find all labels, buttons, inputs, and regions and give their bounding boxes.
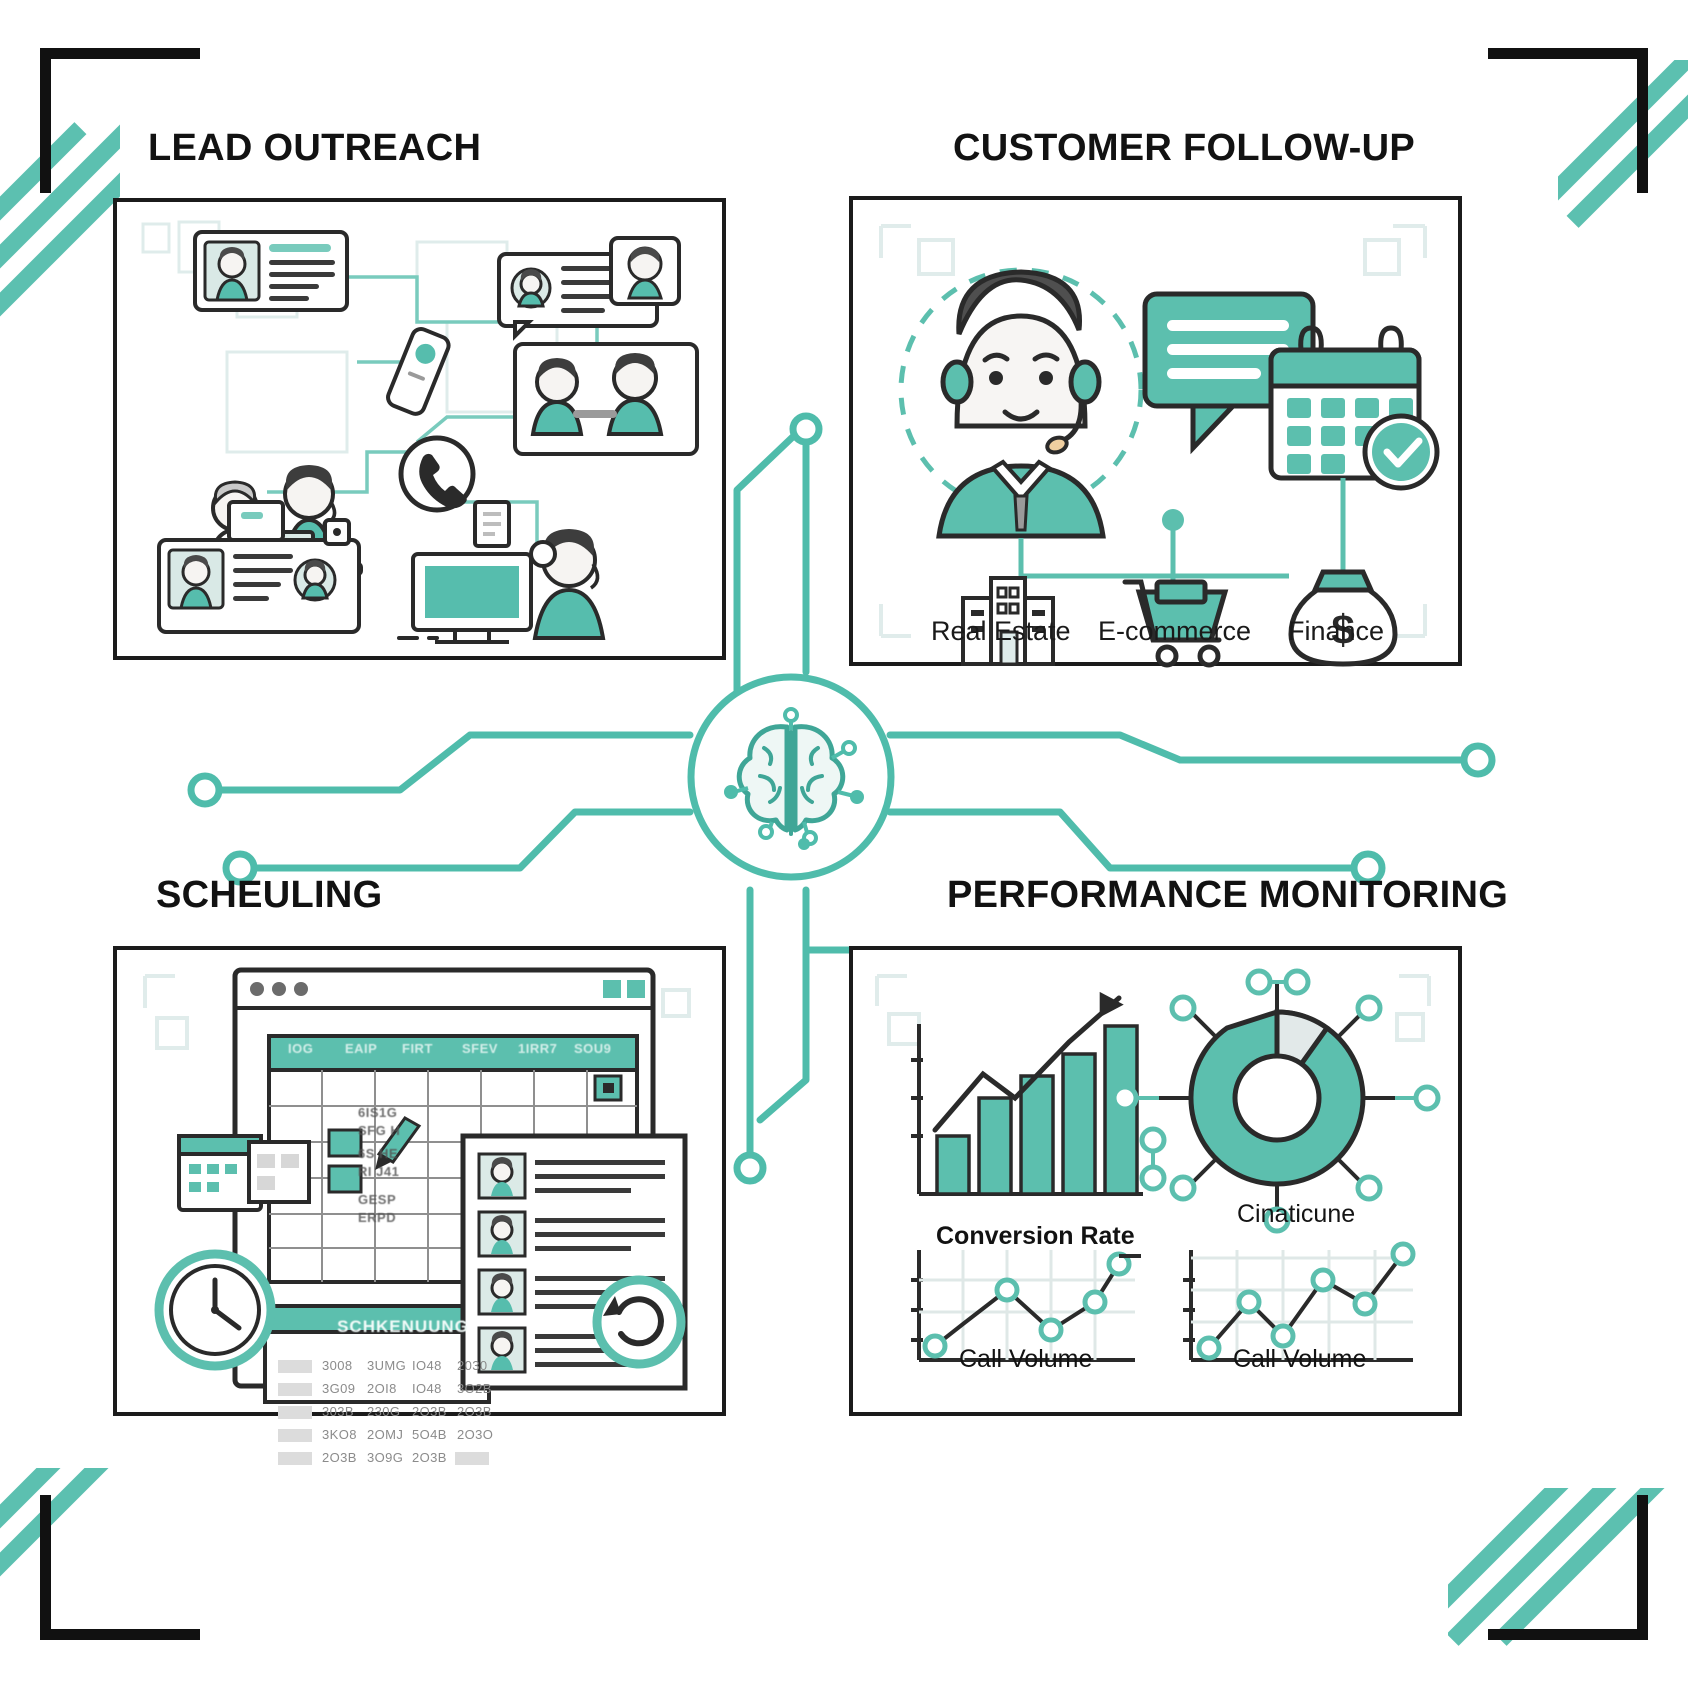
industry-label-real-estate: Real Estate xyxy=(931,616,1071,646)
cell-2-0: 303B xyxy=(322,1404,354,1419)
cell-2-3: 2O3B xyxy=(457,1404,492,1419)
calendar-day-4: 1IRR7 xyxy=(518,1041,558,1056)
chart-growth-bars xyxy=(911,991,1143,1196)
sticky-note-icon xyxy=(247,1140,311,1204)
note-line-3: RI J41 xyxy=(358,1164,400,1179)
note-line-5: ERPD xyxy=(358,1210,397,1225)
cell-0-2: IO48 xyxy=(412,1358,442,1373)
chart-share-donut xyxy=(1111,968,1441,1234)
panel-title-customer-follow-up: CUSTOMER FOLLOW-UP xyxy=(953,127,1416,169)
printer-icon xyxy=(227,500,285,542)
chart-conversion-rate-line xyxy=(911,1250,1141,1362)
calendar-day-5: SOU9 xyxy=(574,1041,612,1056)
calendar-day-3: SFEV xyxy=(462,1041,498,1056)
office-building-icon xyxy=(961,576,1055,666)
cell-1-0: 3G09 xyxy=(322,1381,356,1396)
contact-card xyxy=(157,538,361,634)
bar xyxy=(935,1134,971,1196)
corner-bracket-top-right xyxy=(1488,48,1648,193)
panel-scheduling xyxy=(113,946,726,1416)
bar xyxy=(977,1096,1013,1196)
pencil-icon xyxy=(375,1116,422,1170)
cell-4-0: 2O3B xyxy=(322,1450,357,1465)
trend-arrow xyxy=(932,995,1122,1133)
corner-bracket-bottom-left xyxy=(40,1495,200,1640)
mobile-phone-icon xyxy=(386,327,451,416)
chart-xlabel-second-line: Call Volume xyxy=(1233,1345,1367,1373)
phone-call-icon xyxy=(398,435,476,513)
svg-text:$: $ xyxy=(1331,606,1354,653)
document-icon xyxy=(473,500,511,548)
cell-0-3: 2030 xyxy=(457,1358,488,1373)
ai-brain-hub xyxy=(686,672,896,882)
cell-3-3: 2O3O xyxy=(457,1427,494,1442)
avatar xyxy=(609,236,681,306)
money-bag-icon: $ xyxy=(1288,569,1398,667)
cell-3-1: 2OMJ xyxy=(367,1427,404,1442)
cell-4-2: 2O3B xyxy=(412,1450,447,1465)
industry-label-finance: Finance xyxy=(1287,616,1385,646)
chart-title-conversion-rate: Conversion Rate xyxy=(936,1222,1135,1250)
monitor-and-agent xyxy=(411,529,606,644)
panel-lead-outreach xyxy=(113,198,726,660)
cell-1-2: IO48 xyxy=(412,1381,442,1396)
industry-label-ecommerce: E-commerce xyxy=(1098,616,1252,646)
chart-xlabel-conversion-rate: Call Volume xyxy=(959,1345,1093,1373)
corner-bracket-bottom-right xyxy=(1488,1495,1648,1640)
cell-0-0: 3008 xyxy=(322,1358,353,1373)
check-icon xyxy=(1362,413,1440,491)
cell-3-2: 5O4B xyxy=(412,1427,447,1442)
cell-2-2: 2O3B xyxy=(412,1404,447,1419)
contact-card xyxy=(193,230,349,312)
note-line-1: SFG H xyxy=(358,1123,401,1138)
brain-icon xyxy=(724,707,864,850)
panel-title-lead-outreach: LEAD OUTREACH xyxy=(148,127,482,169)
chart-second-line xyxy=(1183,1241,1416,1362)
panel-customer-follow-up: $ xyxy=(849,196,1462,668)
note-line-0: 6IS1G xyxy=(358,1105,398,1120)
shopping-cart-icon xyxy=(1122,579,1229,668)
cell-0-1: 3UMG xyxy=(367,1358,407,1373)
cell-1-3: 3O2B xyxy=(457,1381,492,1396)
video-call-card xyxy=(513,342,699,456)
support-agent-avatar xyxy=(936,269,1106,539)
calendar-day-0: IOG xyxy=(288,1041,314,1056)
clock-icon xyxy=(154,1249,276,1371)
cell-3-0: 3KO8 xyxy=(322,1427,357,1442)
cell-4-1: 3O9G xyxy=(367,1450,404,1465)
bar xyxy=(1061,1052,1097,1196)
mini-calendar-icon xyxy=(177,1134,263,1212)
scheduling-table-banner: SCHKENUUNG xyxy=(337,1317,469,1336)
bar xyxy=(1019,1074,1055,1196)
panel-performance-monitoring xyxy=(849,946,1462,1416)
calendar-icon xyxy=(1268,325,1440,491)
refresh-icon xyxy=(592,1275,686,1369)
note-line-4: GESP xyxy=(358,1192,397,1207)
tag-icon xyxy=(323,518,351,546)
cell-2-1: 230G xyxy=(367,1404,401,1419)
cell-1-1: 2OI8 xyxy=(367,1381,397,1396)
corner-bracket-top-left xyxy=(40,48,200,193)
panel-title-scheduling: SCHEULING xyxy=(156,874,383,916)
note-line-2: 6S HE xyxy=(358,1146,399,1161)
chart-title-donut: Cinaticune xyxy=(1237,1200,1356,1228)
calendar-day-1: EAIP xyxy=(345,1041,378,1056)
panel-title-performance-monitoring: PERFORMANCE MONITORING xyxy=(947,874,1509,916)
contact-list-card xyxy=(460,1133,688,1391)
calendar-day-2: FIRT xyxy=(402,1041,433,1056)
dashed-aura xyxy=(898,267,1144,513)
